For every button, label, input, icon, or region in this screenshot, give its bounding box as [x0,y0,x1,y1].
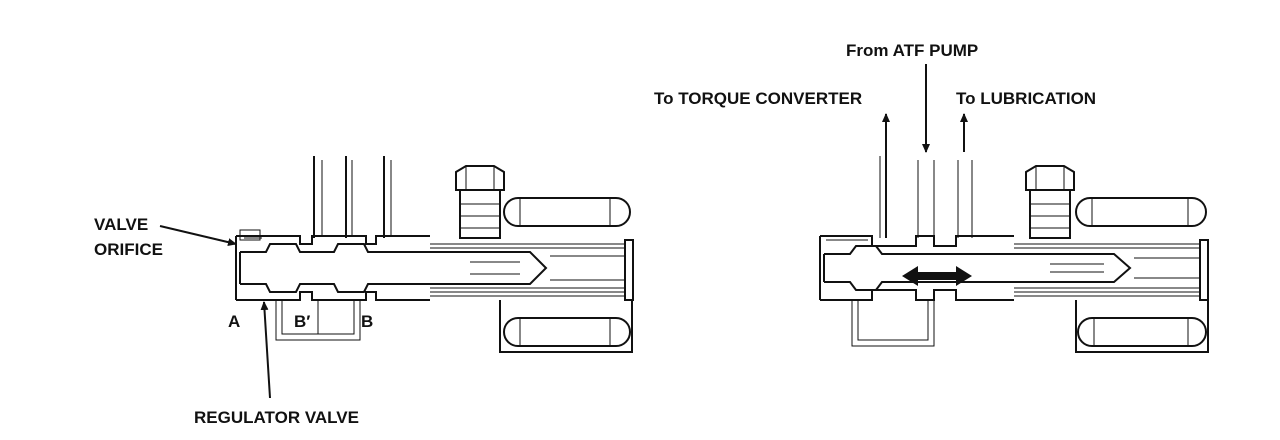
right-valve-assembly [819,64,1209,353]
to-torque-converter-label: To TORQUE CONVERTER [654,89,862,108]
right-lower-spring [1075,300,1209,353]
left-upper-spring [503,197,631,227]
flow-arrows [882,64,968,238]
port-a-label: A [228,312,240,331]
left-top-ports [313,156,392,238]
left-lower-spring [499,300,633,353]
valve-orifice-leader [159,225,237,247]
right-valve-body [819,235,1014,301]
port-b-prime-label: B′ [294,312,310,331]
right-upper-spring [1075,197,1207,227]
right-spool-valve [823,245,1014,291]
to-lubrication-label: To LUBRICATION [956,89,1096,108]
left-valve-body [235,229,430,301]
right-lower-passages [851,300,935,347]
spool-movement-double-arrow [902,266,972,286]
regulator-valve-label: REGULATOR VALVE [194,408,359,427]
left-spool-valve [239,243,430,293]
left-spring-section [430,239,634,301]
port-b-label: B [361,312,373,331]
valve-label: VALVE [94,215,148,234]
left-valve-assembly [159,156,634,399]
right-top-ports [879,156,973,238]
from-atf-pump-label: From ATF PUMP [846,41,978,60]
right-spring-section [1014,239,1209,301]
orifice-label: ORIFICE [94,240,163,259]
regulator-valve-leader [260,301,271,399]
left-lower-passages [275,300,361,341]
right-bolt [1025,165,1075,239]
left-bolt [455,165,505,239]
